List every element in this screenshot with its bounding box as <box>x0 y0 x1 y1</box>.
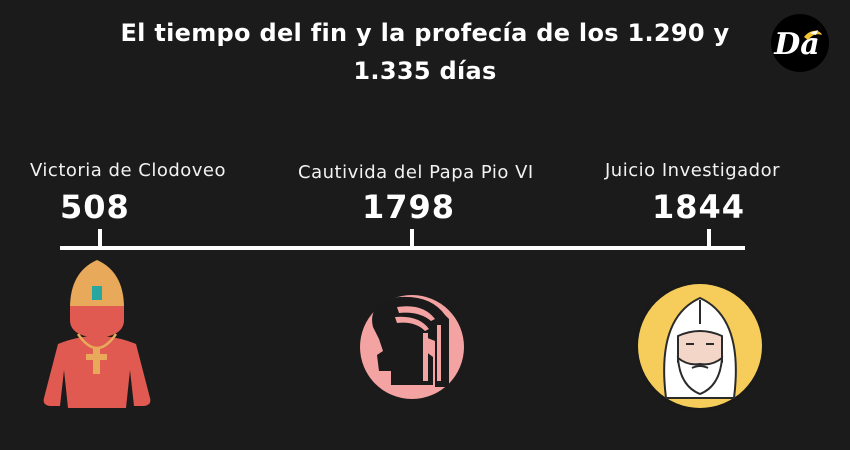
page-title: El tiempo del fin y la profecía de los 1… <box>120 19 730 85</box>
roman-helmet-icon <box>360 295 464 399</box>
event-year-1844: 1844 <box>652 188 746 226</box>
event-year-508: 508 <box>60 188 130 226</box>
event-label-pio-vi: Cautivida del Papa Pio VI <box>298 162 534 183</box>
event-label-juicio: Juicio Investigador <box>605 160 781 181</box>
da-logo-icon: Da <box>771 14 829 72</box>
elder-icon <box>634 280 766 412</box>
pope-icon <box>43 260 151 408</box>
event-label-clodoveo: Victoria de Clodoveo <box>30 160 227 181</box>
event-year-1798: 1798 <box>362 188 456 226</box>
